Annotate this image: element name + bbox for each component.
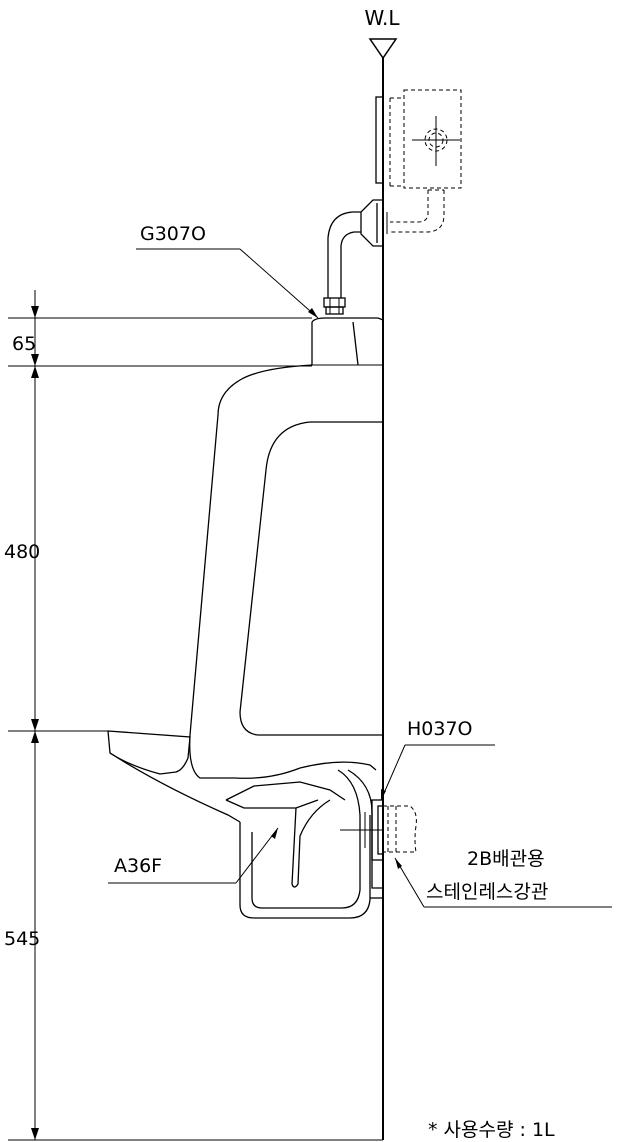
urinal-body — [107, 317, 384, 919]
dim-floor-height: 545 — [4, 928, 40, 950]
water-level-label: W.L — [365, 6, 401, 30]
water-level-triangle-icon — [368, 38, 398, 60]
dim-body-height: 480 — [4, 541, 40, 563]
leader-g307o — [136, 248, 319, 319]
valve-wall-flange — [360, 199, 388, 247]
pipe-spec-line1: 2B배관용 — [467, 848, 545, 870]
flush-pipe — [323, 211, 361, 315]
dimension-lines — [8, 290, 383, 1141]
leader-h037o — [380, 744, 495, 801]
valve-code-label: G307O — [140, 223, 206, 245]
pipe-spec-line2: 스테인레스강관 — [426, 881, 548, 903]
drain-wall-flange — [340, 799, 384, 861]
leader-pipe-spec — [394, 857, 612, 908]
flange-code-label: H037O — [407, 718, 473, 740]
dim-top-height: 65 — [12, 333, 36, 355]
trap-code-label: A36F — [114, 855, 162, 877]
water-usage-note: * 사용수량 : 1L — [428, 1119, 555, 1141]
drain-pipe — [383, 805, 417, 853]
flush-valve-box — [375, 89, 462, 233]
leader-a36f — [108, 827, 279, 884]
